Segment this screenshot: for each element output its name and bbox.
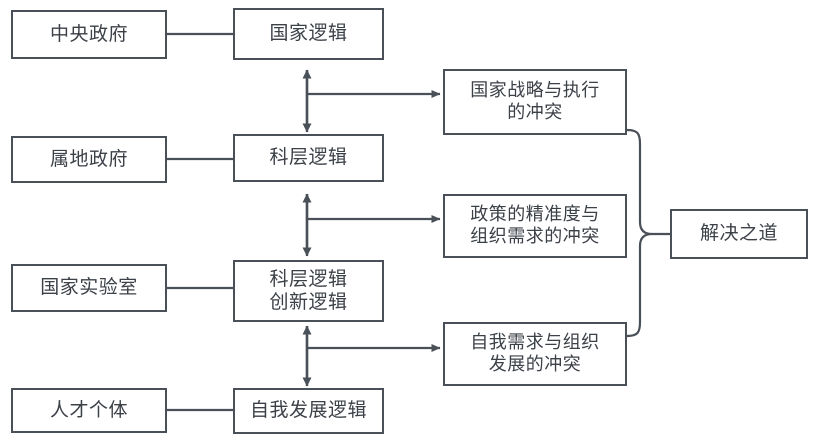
logic-box-bureaucratic-innovation-logic[interactable]: 科层逻辑 创新逻辑 xyxy=(233,260,384,322)
actor-box-central-government[interactable]: 中央政府 xyxy=(11,10,167,59)
logic-box-bureaucratic-logic[interactable]: 科层逻辑 xyxy=(233,134,384,182)
actor-box-local-government[interactable]: 属地政府 xyxy=(11,136,167,183)
logic-box-national-logic[interactable]: 国家逻辑 xyxy=(233,8,384,60)
actor-box-national-lab[interactable]: 国家实验室 xyxy=(11,264,167,312)
conflict-box-policy-precision[interactable]: 政策的精准度与 组织需求的冲突 xyxy=(443,194,627,258)
conflict-box-strategy-execution[interactable]: 国家战略与执行 的冲突 xyxy=(443,69,627,135)
resolution-box[interactable]: 解决之道 xyxy=(670,209,808,259)
logic-box-self-development-logic[interactable]: 自我发展逻辑 xyxy=(233,388,384,434)
conflict-box-self-org-development[interactable]: 自我需求与组织 发展的冲突 xyxy=(443,322,627,386)
actor-box-talent-individual[interactable]: 人才个体 xyxy=(11,388,167,433)
curly-brace xyxy=(625,128,653,338)
